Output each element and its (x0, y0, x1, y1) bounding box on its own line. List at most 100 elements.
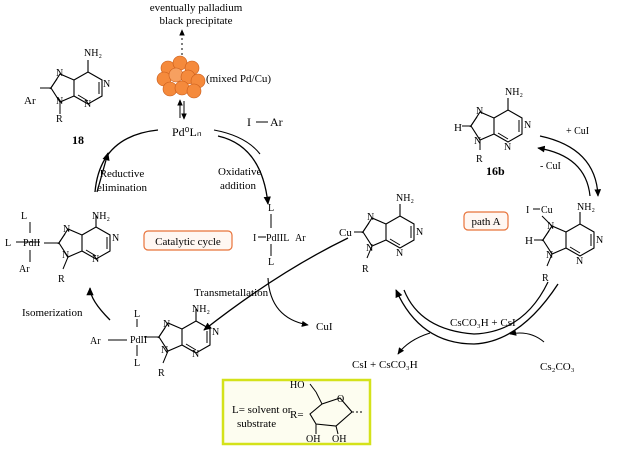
byproduct-exit-arrow (397, 332, 431, 355)
c16b-nh2: NH₂ (505, 87, 523, 98)
bpd-l-bottom: L (134, 358, 140, 369)
cluster-label: (mixed Pd/Cu) (206, 73, 271, 85)
oxidative-addition-line1: Oxidative (218, 166, 261, 178)
c16b-n7: N (476, 106, 483, 117)
lpd-l-top: L (21, 211, 27, 222)
isomerization-arrow (86, 287, 111, 321)
transmetallation-label: Transmetallation (194, 287, 269, 299)
cuc-n1: N (596, 235, 603, 246)
bpd-n1: N (212, 327, 219, 338)
cu-ade-r: R (362, 264, 369, 275)
cs-cycle-inner-arc (403, 281, 549, 335)
cu-ade-n3: N (396, 248, 403, 259)
bpd-r: R (158, 368, 165, 379)
cpd-ar: Ar (295, 233, 306, 244)
ligand-definition-box (221, 378, 372, 446)
cu-ade-n9: N (366, 243, 373, 254)
lpd-r: R (58, 274, 65, 285)
cs2co3-label: Cs₂CO₃ (540, 361, 575, 373)
ribose-ho: HO (290, 380, 304, 391)
bpd-n9: N (161, 345, 168, 356)
lpd-n7: N (63, 224, 70, 235)
bpd-nh2: NH₂ (192, 304, 210, 315)
catalytic-cycle-label: Catalytic cycle (155, 236, 221, 248)
cpd-i: I (253, 233, 256, 244)
left-pd-complex-structure (44, 214, 111, 270)
lpd-ar: Ar (19, 264, 30, 275)
ribose-oh-left: OH (306, 434, 320, 445)
ligand-line1: L= solvent or (232, 404, 292, 416)
add-cui-arrow (539, 135, 602, 197)
minus-cui-label: - CuI (540, 161, 561, 172)
ribose-o: O (337, 394, 344, 405)
catalytic-cycle-box (143, 230, 233, 251)
cu-adenine-structure (354, 203, 415, 259)
cuc-h: H (525, 235, 533, 247)
precipitate-note-line2: black precipitate (160, 15, 233, 27)
aryl-iodide-ar: Ar (270, 115, 283, 129)
cu-ade-n7: N (367, 212, 374, 223)
c16b-r: R (476, 154, 483, 165)
cuc-nh2: NH₂ (577, 202, 595, 213)
c16b-h: H (454, 122, 462, 134)
compound-16b-label: 16b (486, 164, 505, 178)
cuc-n9: N (546, 250, 553, 261)
lpd-pd: PdII (23, 238, 40, 249)
cu-complex-structure (534, 211, 595, 267)
reagents-top-label: CsCO₃H + CsI (450, 317, 516, 329)
cs-cycle-outer-arrow (395, 283, 559, 345)
cu-ade-cu: Cu (339, 227, 352, 239)
bottom-pd-complex-structure (144, 308, 211, 364)
precipitate-note-line1: eventually palladium (150, 2, 243, 14)
path-a-box (463, 211, 509, 231)
c18-n9: N (56, 96, 63, 107)
cs2co3-entry-arrow (509, 329, 545, 343)
remove-cui-arrow (537, 145, 591, 197)
ribose-oh-right: OH (332, 434, 346, 445)
lpd-n1: N (112, 233, 119, 244)
c16b-n3: N (504, 142, 511, 153)
reductive-elimination-arrow (96, 152, 110, 193)
c16b-n9: N (474, 136, 481, 147)
pd-cu-cluster-icon (156, 55, 206, 99)
cpd-pd: PdIIL (266, 233, 289, 244)
reductive-cycle-arc (94, 129, 159, 193)
cuc-cu: Cu (541, 205, 553, 216)
compound-16b-structure (462, 97, 523, 150)
c18-ar: Ar (24, 95, 36, 107)
cui-out-label: CuI (316, 321, 333, 333)
c18-nh2: NH₂ (84, 48, 102, 59)
byproducts-label: CsI + CsCO₃H (352, 359, 418, 371)
cu-ade-nh2: NH₂ (396, 193, 414, 204)
isomerization-label: Isomerization (22, 307, 83, 319)
c16b-n1: N (524, 120, 531, 131)
pd0-label: Pd⁰Lₙ (172, 125, 202, 139)
cpd-l-bottom: L (268, 257, 274, 268)
compound-18-structure (40, 59, 103, 114)
ligand-line2: substrate (237, 418, 276, 430)
cuc-n7: N (547, 221, 554, 232)
cuc-r: R (542, 273, 549, 284)
oxidative-addition-arrow (217, 135, 271, 205)
lpd-n9: N (62, 250, 69, 261)
cu-ade-n1: N (416, 227, 423, 238)
c18-r: R (56, 114, 63, 125)
reductive-elimination-line2: elimination (97, 182, 148, 194)
lpd-n3: N (92, 254, 99, 265)
compound-18-label: 18 (72, 133, 84, 147)
bpd-pd: PdII (130, 335, 147, 346)
plus-cui-label: + CuI (566, 126, 589, 137)
cuc-n3: N (576, 256, 583, 267)
transmetallation-arrow (203, 237, 349, 331)
bpd-ar: Ar (90, 336, 101, 347)
c18-n1: N (103, 79, 110, 90)
oxidative-addition-line2: addition (220, 180, 257, 192)
lpd-l-left: L (5, 238, 11, 249)
r-equals-label: R= (290, 409, 304, 421)
bpd-l-top: L (134, 309, 140, 320)
c18-n3: N (84, 99, 91, 110)
cui-release-arrow (267, 277, 309, 327)
aryl-iodide-i: I (247, 115, 251, 129)
reductive-elimination-line1: Reductive (100, 168, 145, 180)
